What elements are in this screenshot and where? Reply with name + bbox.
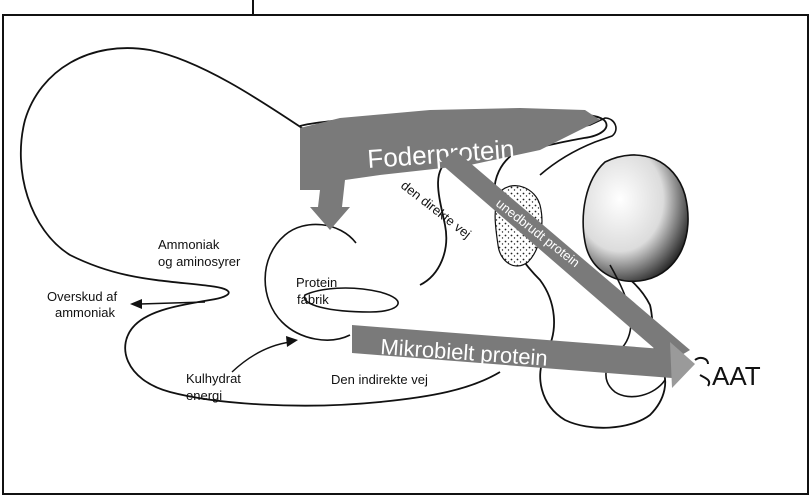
overskud-label-line2: ammoniak — [55, 305, 115, 320]
overskud-label-line1: Overskud af — [47, 289, 117, 304]
overskud-arrow — [140, 302, 205, 304]
ammoniak-label-line2: og aminosyrer — [158, 254, 241, 269]
kulhydrat-label-line1: Kulhydrat — [186, 371, 241, 386]
den-indirekte-label: Den indirekte vej — [331, 372, 428, 387]
kulhydrat-arrow — [232, 342, 290, 372]
ammoniak-label-line1: Ammoniak — [158, 237, 220, 252]
aat-label: AAT — [712, 361, 761, 391]
den-direkte-label: den direkte vej — [398, 178, 474, 242]
kulhydrat-arrowhead — [286, 336, 298, 347]
overskud-arrowhead — [130, 299, 142, 309]
omasum-shape — [583, 155, 688, 281]
protein-fabrik-line2: fabrik — [297, 292, 329, 307]
kulhydrat-label-line2: energi — [186, 388, 222, 403]
protein-fabrik-line1: Protein — [296, 275, 337, 290]
aat-outlet — [695, 358, 709, 386]
figure-frame — [3, 15, 808, 494]
